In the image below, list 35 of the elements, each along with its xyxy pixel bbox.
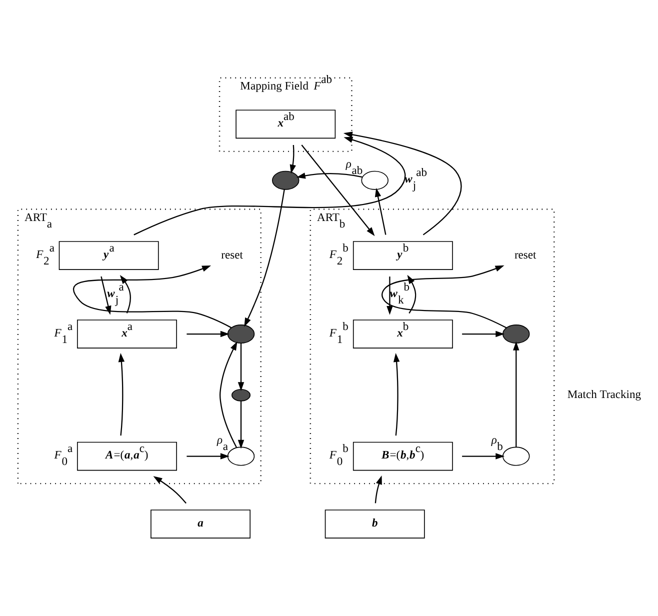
node-ellipse [227, 324, 255, 344]
arrow [374, 188, 386, 235]
node-ellipse [502, 324, 530, 344]
arrow [244, 189, 285, 327]
arrow [153, 476, 186, 504]
node-ellipse [227, 446, 255, 466]
arrow [462, 453, 505, 460]
arrow [393, 353, 400, 436]
arrow [374, 475, 382, 504]
node-box: a [150, 510, 251, 538]
label: Match Tracking [567, 388, 642, 402]
node-box: b [324, 510, 425, 538]
arrow [386, 276, 393, 315]
arrow [301, 144, 375, 236]
node-text: reset [221, 248, 243, 262]
arrow [343, 132, 462, 236]
node-ellipse [232, 388, 251, 402]
arrow [73, 266, 232, 328]
node-ellipse [272, 170, 300, 190]
arrow [462, 330, 505, 338]
arrow [290, 144, 296, 174]
node-ellipse [361, 170, 388, 190]
node-ellipse [502, 446, 530, 466]
arrow [134, 136, 406, 236]
arrow [296, 172, 362, 179]
node-text: reset [514, 248, 536, 262]
arrow [118, 353, 125, 436]
arrow [382, 265, 507, 328]
arrow [186, 453, 230, 460]
arrow [100, 276, 112, 315]
arrow [238, 343, 244, 392]
arrow [186, 330, 230, 338]
arrow [238, 401, 244, 449]
arrow [513, 341, 520, 448]
arrow [220, 341, 238, 448]
